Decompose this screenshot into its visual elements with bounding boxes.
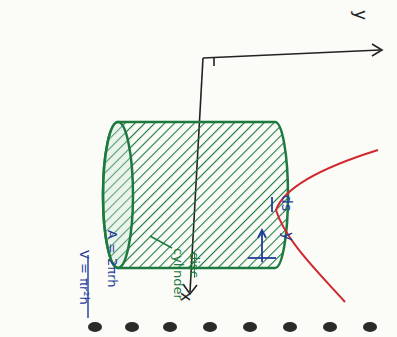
dimension-label: ds <box>280 195 294 211</box>
binding-holes <box>88 322 377 332</box>
disc-cylinder <box>103 122 288 268</box>
formula-label: A = 2πrh <box>106 230 119 288</box>
curve <box>276 150 378 302</box>
leader-line <box>150 236 172 248</box>
struck-note: disc <box>188 252 201 278</box>
axis-label: y <box>352 10 369 20</box>
dimension-label: y <box>280 232 295 241</box>
dimension-marks <box>248 197 276 262</box>
note-label: cylinder <box>172 248 185 300</box>
formula-label: V = πr²h <box>78 250 91 305</box>
